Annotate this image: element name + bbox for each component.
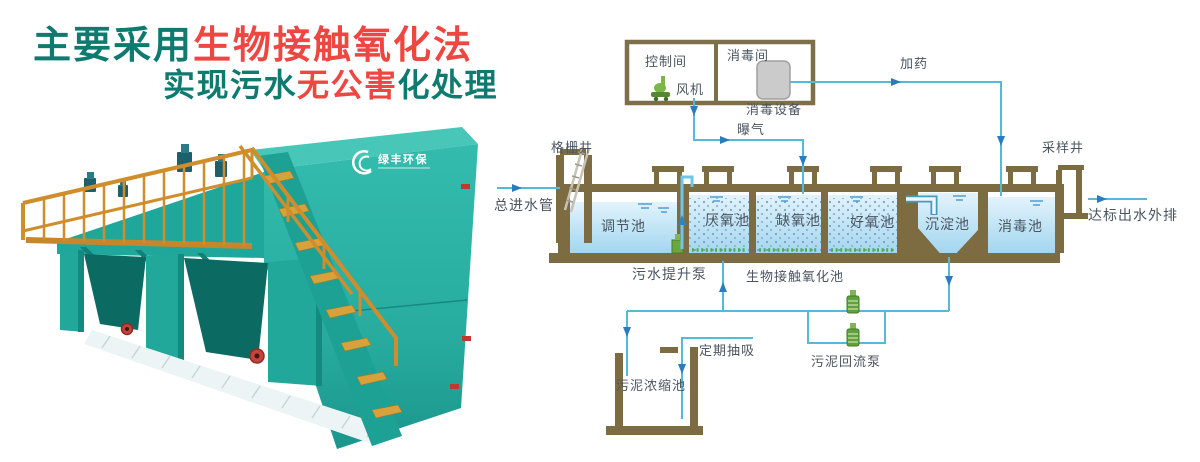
tank-water [564, 193, 1055, 253]
label-sedimentation-tank: 沉淀池 [925, 216, 970, 232]
label-disinfection-equipment: 消毒设备 [746, 102, 803, 117]
staircase [238, 144, 403, 446]
title-segment: 实现污水 [163, 67, 298, 103]
label-sludge-thickening-tank: 污泥浓缩池 [616, 378, 687, 393]
lift-riser-pipe [678, 175, 694, 249]
disinfection-equipment-box [756, 60, 791, 100]
label-sampling-well: 采样井 [1042, 140, 1085, 155]
label-outlet: 达标出水外排 [1088, 207, 1178, 223]
label-grid-well: 格栅井 [551, 140, 594, 155]
equipment-illustration: 绿丰环保 [21, 127, 478, 449]
sludge-thickening-tank [606, 347, 703, 435]
walkway-railing [21, 148, 253, 249]
title-segment-highlight: 生物接触氧化法 [193, 25, 474, 67]
brand-logo: 绿丰环保 [351, 150, 430, 175]
grid-well [556, 145, 592, 243]
label-lift-pump: 污水提升泵 [632, 266, 707, 282]
grid-screen-icon [563, 145, 591, 213]
control-building [624, 39, 816, 106]
label-anaerobic-tank: 厌氧池 [705, 212, 750, 228]
label-aerobic-tank: 好氧池 [850, 214, 895, 230]
sedimentation-hopper [918, 228, 978, 258]
sedimentation-inlet-pipe [906, 195, 938, 215]
brand-logo-text: 绿丰环保 [378, 152, 428, 166]
label-fan: 风机 [676, 82, 705, 97]
outlet-flange-icons [120, 322, 265, 364]
stair-handrail [238, 144, 398, 366]
label-inlet-pipe: 总进水管 [494, 197, 554, 213]
label-anoxic-tank: 缺氧池 [776, 212, 821, 228]
flow-arrows [512, 78, 1107, 374]
label-disinfection-room: 消毒间 [727, 48, 770, 63]
label-disinfection-tank: 消毒池 [998, 218, 1043, 234]
fan-icon [651, 76, 670, 102]
page-title-line2: 实现污水无公害化处理 [163, 60, 498, 106]
label-regulating-tank: 调节池 [601, 218, 646, 234]
title-segment: 化处理 [397, 67, 499, 103]
label-aeration: 曝气 [737, 122, 766, 137]
page-title-line1: 主要采用生物接触氧化法 [33, 14, 473, 69]
label-control-room: 控制间 [645, 54, 688, 69]
title-segment-highlight: 无公害 [297, 67, 398, 103]
valve-stub-icons [450, 184, 471, 389]
hopper-section [60, 250, 322, 386]
label-periodic-suction: 定期抽吸 [699, 343, 756, 358]
sludge-pump-icons [846, 290, 860, 347]
label-bio-contact-zone: 生物接触氧化池 [746, 269, 845, 284]
title-segment: 主要采用 [33, 25, 194, 67]
label-sludge-return-pump: 污泥回流泵 [811, 354, 882, 369]
wave-marks [638, 195, 1043, 213]
sampling-well [1056, 165, 1088, 219]
tank-hatches [652, 166, 1038, 184]
label-dosing: 加药 [900, 56, 929, 71]
